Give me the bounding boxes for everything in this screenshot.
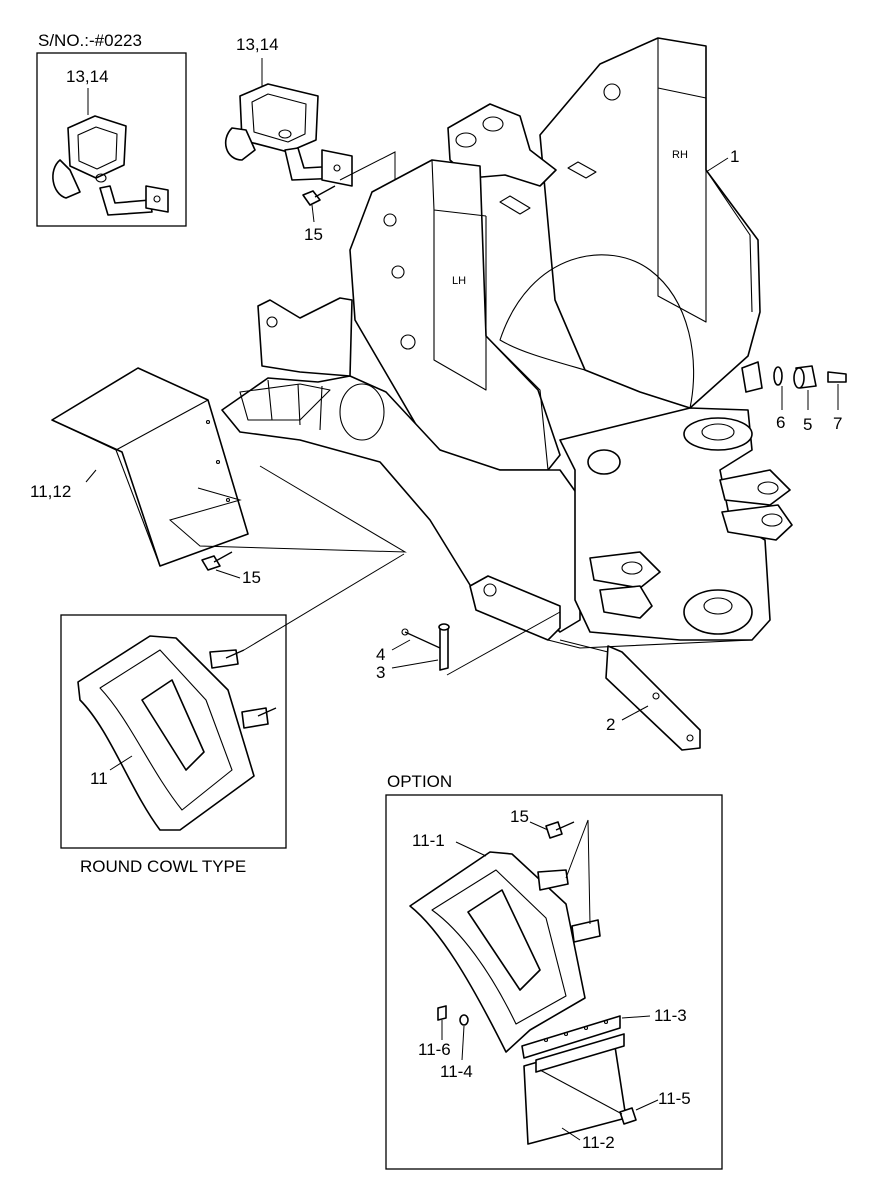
leader-pin-to-frame (446, 611, 561, 676)
callout-option-nut-11-6: 11-6 (418, 1040, 451, 1059)
option-box (385, 794, 723, 1170)
callout-bolt-top-15: 15 (304, 225, 323, 244)
option-bolt-15-drawing (545, 821, 575, 839)
leader-option-cowl (455, 841, 487, 857)
main-frame-drawing: RH LH (221, 37, 793, 649)
callout-inset-13-14: 13,14 (66, 67, 109, 86)
leader-arm (621, 705, 649, 721)
handle-13-14-drawing (224, 83, 353, 187)
callout-option-washer-11-4: 11-4 (440, 1062, 473, 1081)
bolt-15-top-drawing (302, 185, 336, 206)
callout-option-plate-11-3: 11-3 (654, 1006, 687, 1025)
leader-option-flap (561, 1127, 581, 1141)
callout-option-cowl-11-1: 11-1 (412, 831, 445, 850)
round-cowl-box (60, 614, 287, 849)
callout-pin-3: 3 (376, 663, 385, 682)
pin-drawing (401, 623, 450, 671)
serial-number-label: S/NO.:-#0223 (38, 31, 142, 50)
callout-cowl-11-12: 11,12 (30, 482, 71, 501)
cowl-11-12-drawing (51, 367, 249, 567)
callout-option-bolt-11-5: 11-5 (658, 1089, 691, 1108)
callout-screw-7: 7 (833, 414, 842, 433)
leader-cowl-mount (168, 465, 407, 553)
callout-frame-1: 1 (730, 147, 739, 166)
callout-bolt-pin-4: 4 (376, 645, 385, 664)
leader-option-bolt (529, 821, 549, 831)
leader-round-cowl (109, 755, 133, 771)
leader-bolt-cowl (215, 569, 241, 579)
callout-option-flap-11-2: 11-2 (582, 1133, 615, 1152)
callout-bolt-cowl-15: 15 (242, 568, 261, 587)
option-hardware-drawing (437, 1005, 637, 1125)
bolt-15-cowl-drawing (201, 551, 233, 571)
caption-option: OPTION (387, 772, 452, 791)
arm-2-drawing (605, 645, 701, 751)
leader-cowl-pair (85, 469, 97, 483)
leader-frame (705, 157, 729, 173)
leader-option-plate (621, 1015, 651, 1019)
callout-handle-13-14: 13,14 (236, 35, 279, 54)
callout-arm-2: 2 (606, 715, 615, 734)
inset-handle-drawing (52, 115, 169, 216)
leader-arm-to-frame (559, 639, 609, 653)
leader-option-bolt-11-5 (635, 1099, 659, 1111)
round-cowl-drawing (77, 635, 277, 831)
stamp-rh: RH (672, 149, 688, 161)
leader-bolt-top (311, 204, 315, 223)
serial-inset-box (36, 52, 187, 227)
callout-washer-6: 6 (776, 413, 785, 432)
leader-pin (391, 659, 439, 669)
option-cowl-drawing (409, 851, 627, 1145)
washer-cap-screw-drawing (773, 365, 847, 389)
caption-round-cowl: ROUND COWL TYPE (80, 857, 246, 876)
leader-bolt-pin (391, 639, 411, 651)
stamp-lh: LH (452, 275, 466, 287)
callout-round-cowl-11: 11 (90, 769, 108, 788)
callout-cap-5: 5 (803, 415, 812, 434)
leader-round-cowl-mount (243, 553, 405, 651)
callout-option-bolt-15: 15 (510, 807, 529, 826)
leader-option-washer (461, 1025, 465, 1061)
leader-option-bracket (565, 819, 591, 925)
